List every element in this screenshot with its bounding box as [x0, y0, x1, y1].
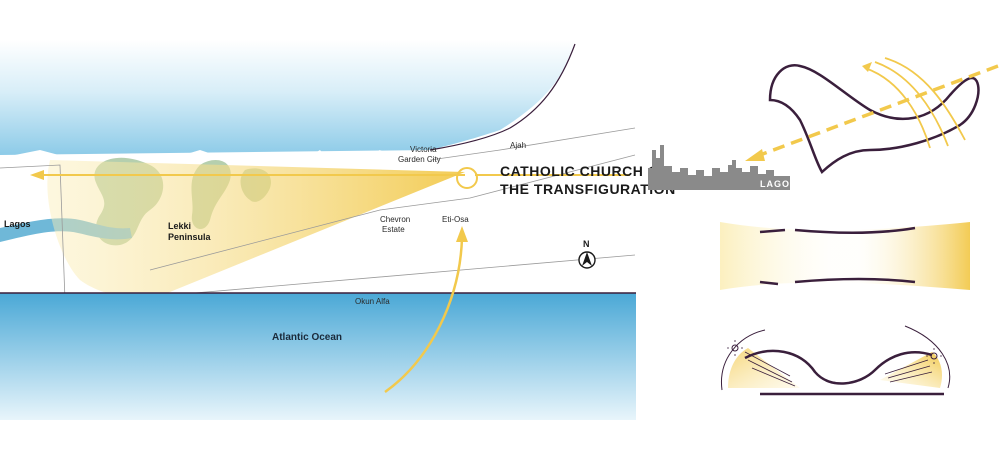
section-curve [744, 349, 933, 385]
light-arc-2 [874, 61, 949, 147]
label-eti-osa: Eti-Osa [442, 215, 469, 224]
road-line-2 [149, 154, 636, 271]
label-atlantic-ocean: Atlantic Ocean [272, 332, 342, 343]
lagos-skyline: LAGOS [648, 145, 797, 190]
light-arc-1 [864, 67, 931, 149]
site-marker[interactable] [456, 167, 478, 189]
sight-line-arrowhead [30, 170, 44, 180]
north-arrow: N [578, 239, 596, 269]
sun-rays-left [744, 351, 796, 387]
label-garden-city: Garden City [398, 155, 441, 164]
coastline [429, 43, 576, 151]
road-line-3 [429, 127, 636, 161]
title-line-1: CATHOLIC CHURCH OF [500, 163, 668, 179]
approach-arrow [384, 237, 464, 394]
label-chevron: Chevron [380, 215, 410, 224]
label-lagos: Lagos [4, 219, 31, 229]
atlantic-ocean [0, 293, 636, 420]
light-arc-3 [884, 57, 966, 141]
sun-rays-right [884, 359, 933, 383]
sun-path-left [721, 329, 766, 391]
view-dash-line [759, 64, 999, 157]
roof-form [768, 64, 980, 174]
label-estate: Estate [382, 225, 405, 234]
label-ajah: Ajah [510, 141, 526, 150]
north-label: N [583, 239, 590, 249]
skyline-label: LAGOS [760, 179, 797, 189]
sun-icon-left [727, 340, 743, 356]
approach-arrowhead [456, 226, 468, 242]
sun-icon-right [926, 348, 942, 364]
light-arrowhead [862, 62, 872, 72]
label-lekki: Lekki [168, 221, 191, 231]
title-line-2: THE TRANSFIGURATION [500, 181, 676, 197]
label-okun-alfa: Okun Alfa [355, 297, 390, 306]
plan-band [720, 222, 970, 290]
label-victoria: Victoria [410, 145, 437, 154]
view-dash-arrowhead [745, 149, 765, 161]
plan-bottom-edge [759, 277, 916, 286]
view-cone [47, 160, 465, 298]
road-line [0, 164, 636, 301]
sun-path-right [904, 325, 951, 389]
lagoon-water [0, 40, 575, 155]
label-peninsula: Peninsula [168, 232, 212, 242]
sun-wedge-right [880, 352, 943, 388]
plan-top-edge [759, 226, 916, 235]
